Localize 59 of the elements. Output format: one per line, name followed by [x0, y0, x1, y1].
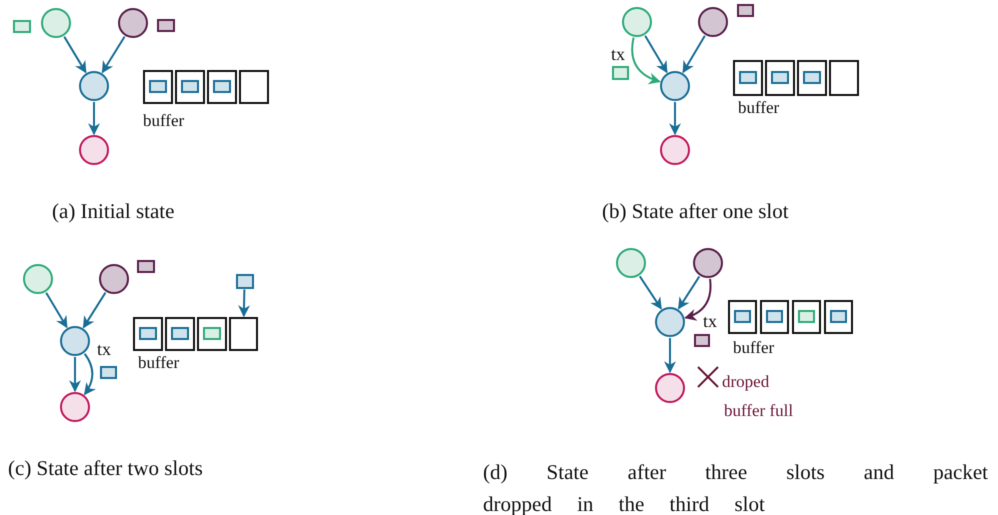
node-circle	[60, 326, 90, 356]
node-circle	[23, 264, 53, 294]
arrow	[669, 102, 681, 136]
label: buffer	[738, 99, 780, 118]
buffer-slot	[765, 60, 795, 96]
node-circle	[79, 71, 109, 101]
caption: (c) State after two slots	[8, 457, 203, 480]
arrow	[639, 276, 662, 310]
node-circle	[41, 8, 71, 38]
node-circle	[655, 307, 685, 337]
label: droped	[722, 373, 770, 392]
node-circle	[79, 135, 109, 165]
buffer-slot	[197, 317, 227, 351]
buffer-slot	[728, 300, 757, 334]
caption: (b) State after one slot	[602, 200, 789, 224]
node-circle	[660, 71, 690, 101]
caption: (d) State after three slots and packet dropped in the third slot	[483, 459, 988, 515]
buffer-slot	[207, 70, 237, 104]
arrow	[82, 292, 106, 328]
arrow	[678, 276, 700, 310]
arrow	[45, 292, 68, 328]
node-circle	[698, 7, 728, 37]
buffer-slot	[760, 300, 789, 334]
buffer-slot	[733, 60, 763, 96]
arrow	[664, 338, 676, 374]
buffer-slot	[824, 300, 853, 334]
buffer-slot	[165, 317, 195, 351]
label: buffer	[143, 112, 184, 131]
arrow	[69, 357, 81, 392]
buffer-slot	[797, 60, 827, 96]
node-circle	[660, 135, 690, 165]
node-circle	[616, 248, 646, 278]
node-circle	[655, 373, 685, 403]
node-circle	[118, 8, 148, 38]
buffer-slot	[229, 317, 258, 351]
arrow	[238, 289, 250, 318]
arrow	[88, 102, 100, 136]
caption: (a) Initial state	[52, 200, 174, 224]
arrow	[682, 35, 706, 74]
arrow	[684, 278, 712, 320]
node-circle	[99, 264, 129, 294]
packet-icon	[236, 274, 254, 288]
label: buffer	[138, 354, 180, 373]
arrow	[644, 35, 668, 74]
buffer-slot	[175, 70, 205, 104]
buffer-slot	[792, 300, 821, 334]
label: buffer	[733, 339, 774, 358]
node-circle	[693, 248, 723, 278]
node-circle	[622, 7, 652, 37]
buffer-slot	[239, 70, 269, 104]
arrow	[102, 36, 126, 74]
arrow	[84, 353, 96, 396]
arrow	[63, 36, 87, 74]
buffer-slot	[829, 60, 859, 96]
buffer-slot	[143, 70, 173, 104]
label: buffer full	[724, 402, 794, 421]
buffer-slot	[133, 317, 163, 351]
node-circle	[60, 392, 90, 422]
arrow	[631, 37, 661, 84]
